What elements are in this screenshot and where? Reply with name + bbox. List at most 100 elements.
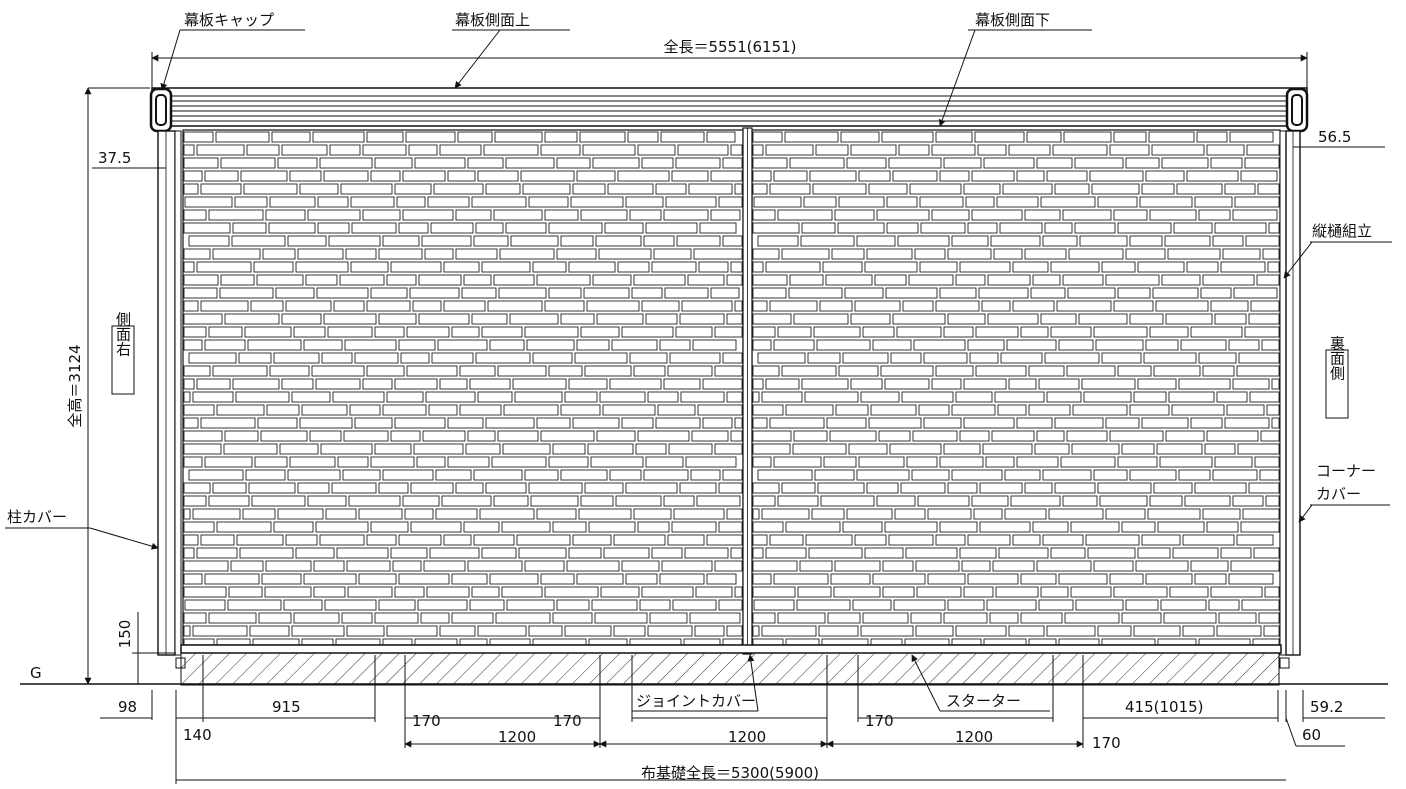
- brick: [631, 287, 663, 299]
- brick: [271, 131, 311, 143]
- brick: [429, 547, 480, 559]
- brick: [548, 222, 603, 234]
- brick: [599, 391, 646, 403]
- brick: [1254, 456, 1280, 468]
- leader-corner: [1298, 504, 1313, 523]
- brick: [607, 183, 654, 195]
- brick: [1245, 235, 1280, 247]
- brick: [471, 313, 508, 325]
- brick: [604, 222, 644, 234]
- brick: [475, 222, 504, 234]
- brick: [332, 391, 385, 403]
- brick: [595, 235, 642, 247]
- brick: [208, 612, 257, 624]
- corner-label-1: コーナー: [1316, 462, 1376, 480]
- brick: [200, 300, 249, 312]
- brick: [975, 326, 1019, 338]
- brick: [316, 287, 369, 299]
- brick: [303, 573, 357, 585]
- brick: [864, 261, 918, 273]
- brick: [699, 222, 737, 234]
- brick: [661, 560, 713, 572]
- brick: [1165, 313, 1213, 325]
- brick: [200, 183, 242, 195]
- brick: [645, 222, 698, 234]
- brick: [1054, 183, 1090, 195]
- dim-1200-b: 1200: [728, 728, 766, 746]
- brick: [522, 183, 571, 195]
- brick: [183, 274, 219, 286]
- brick: [637, 144, 676, 156]
- brick: [878, 430, 911, 442]
- brick: [1081, 378, 1136, 390]
- brick: [273, 521, 314, 533]
- brick: [1129, 235, 1163, 247]
- brick: [752, 547, 764, 559]
- brick: [1097, 196, 1138, 208]
- brick: [1109, 573, 1144, 585]
- brick: [552, 612, 593, 624]
- brick: [183, 339, 203, 351]
- brick: [931, 144, 976, 156]
- brick: [826, 417, 867, 429]
- brick: [831, 248, 865, 260]
- brick: [378, 313, 417, 325]
- brick: [499, 248, 555, 260]
- brick: [679, 313, 725, 325]
- brick: [485, 183, 521, 195]
- brick: [386, 274, 417, 286]
- brick: [378, 248, 423, 260]
- brick: [1173, 222, 1213, 234]
- brick: [978, 287, 1029, 299]
- leader-cap: [160, 29, 181, 91]
- brick: [188, 352, 237, 364]
- brick: [405, 131, 456, 143]
- brick: [773, 170, 808, 182]
- brick: [603, 547, 650, 559]
- brick: [1105, 508, 1146, 520]
- ground-label: G: [30, 664, 42, 682]
- brick: [574, 352, 628, 364]
- brick: [192, 625, 248, 637]
- brick: [346, 625, 385, 637]
- brick: [1171, 404, 1225, 416]
- brick: [1186, 261, 1219, 273]
- brick: [578, 508, 632, 520]
- brick: [435, 508, 478, 520]
- brick: [183, 625, 191, 637]
- brick: [1161, 157, 1209, 169]
- brick: [834, 560, 881, 572]
- brick: [792, 443, 847, 455]
- brick: [477, 625, 527, 637]
- brick: [1206, 144, 1245, 156]
- brick: [467, 430, 496, 442]
- brick: [183, 170, 203, 182]
- brick: [1137, 261, 1185, 273]
- brick: [1265, 495, 1280, 507]
- brick: [336, 547, 389, 559]
- brick: [808, 547, 863, 559]
- brick: [862, 326, 895, 338]
- brick: [287, 469, 341, 481]
- brick: [435, 469, 472, 481]
- foundation-hatch: [180, 652, 1280, 686]
- brick: [752, 248, 780, 260]
- brick: [313, 586, 346, 598]
- brick: [647, 625, 693, 637]
- brick: [461, 287, 497, 299]
- brick: [467, 157, 504, 169]
- brick: [447, 417, 484, 429]
- brick: [1050, 547, 1086, 559]
- brick: [730, 547, 743, 559]
- brick: [479, 508, 535, 520]
- brick: [793, 313, 849, 325]
- brick: [455, 248, 498, 260]
- brick: [183, 521, 215, 533]
- brick: [572, 534, 612, 546]
- brick: [362, 378, 393, 390]
- brick: [183, 391, 191, 403]
- brick: [1129, 469, 1177, 481]
- brick: [825, 274, 873, 286]
- brick: [305, 274, 338, 286]
- brick: [815, 144, 849, 156]
